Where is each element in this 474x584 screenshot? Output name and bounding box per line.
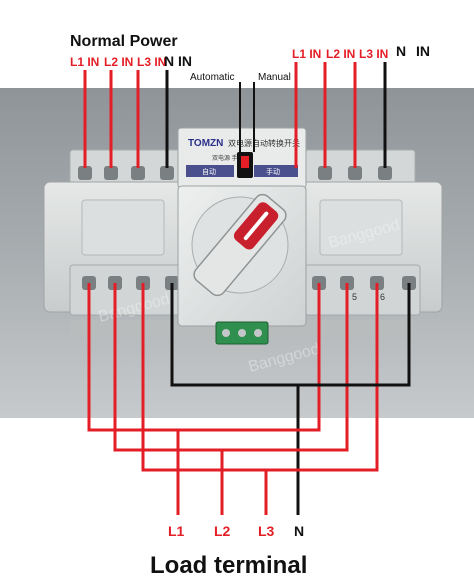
left-breaker-face [81, 199, 165, 256]
terminal-number-5: 5 [352, 292, 357, 302]
label-right-n: N [396, 43, 406, 59]
backup-power-wires [294, 62, 387, 168]
top-terminal-block-left [69, 149, 189, 189]
auto-mode-text: 自动 [202, 167, 216, 176]
bottom-terminal-block-right [304, 264, 421, 316]
normal-power-wires [83, 70, 169, 168]
terminal-number-6: 6 [380, 292, 385, 302]
label-left-l3-in: L3 IN [137, 55, 166, 69]
label-output-l3: L3 [258, 523, 275, 539]
label-output-n: N [294, 523, 304, 539]
device-title-cn: 双电源自动转换开关 [228, 138, 300, 148]
label-left-n-in: N IN [164, 53, 192, 69]
normal-power-title: Normal Power [70, 33, 178, 50]
wire-load-l3-left [141, 283, 268, 515]
right-breaker-face [319, 199, 403, 256]
wire-load-l1-left [87, 283, 180, 515]
mode-row-cn: 双电源 手动 [212, 154, 244, 162]
wire-load-n-right [298, 283, 411, 387]
wire-load-l2-left [113, 283, 224, 515]
label-right-l2-in: L2 IN [326, 47, 355, 61]
auto-mode-badge [186, 165, 234, 177]
label-automatic: Automatic [190, 72, 234, 83]
brand-label: TOMZN [188, 138, 223, 149]
rotary-handle[interactable] [191, 191, 289, 298]
manual-mode-badge [254, 165, 298, 177]
label-right-l3-in: L3 IN [359, 47, 388, 61]
label-left-l1-in: L1 IN [70, 55, 99, 69]
manual-mode-text: 手动 [266, 167, 280, 176]
label-right-l1-in: L1 IN [292, 47, 321, 61]
wire-load-l2-right [222, 283, 349, 452]
load-terminal-title: Load terminal [150, 552, 307, 579]
label-manual: Manual [258, 72, 291, 83]
toggle-indicator [241, 156, 249, 168]
label-right-in: IN [416, 43, 430, 59]
label-output-l1: L1 [168, 523, 185, 539]
load-wires [87, 283, 411, 515]
wire-load-l3-right [266, 283, 379, 472]
wire-load-l1-right [178, 283, 321, 432]
label-left-l2-in: L2 IN [104, 55, 133, 69]
label-output-l2: L2 [214, 523, 231, 539]
